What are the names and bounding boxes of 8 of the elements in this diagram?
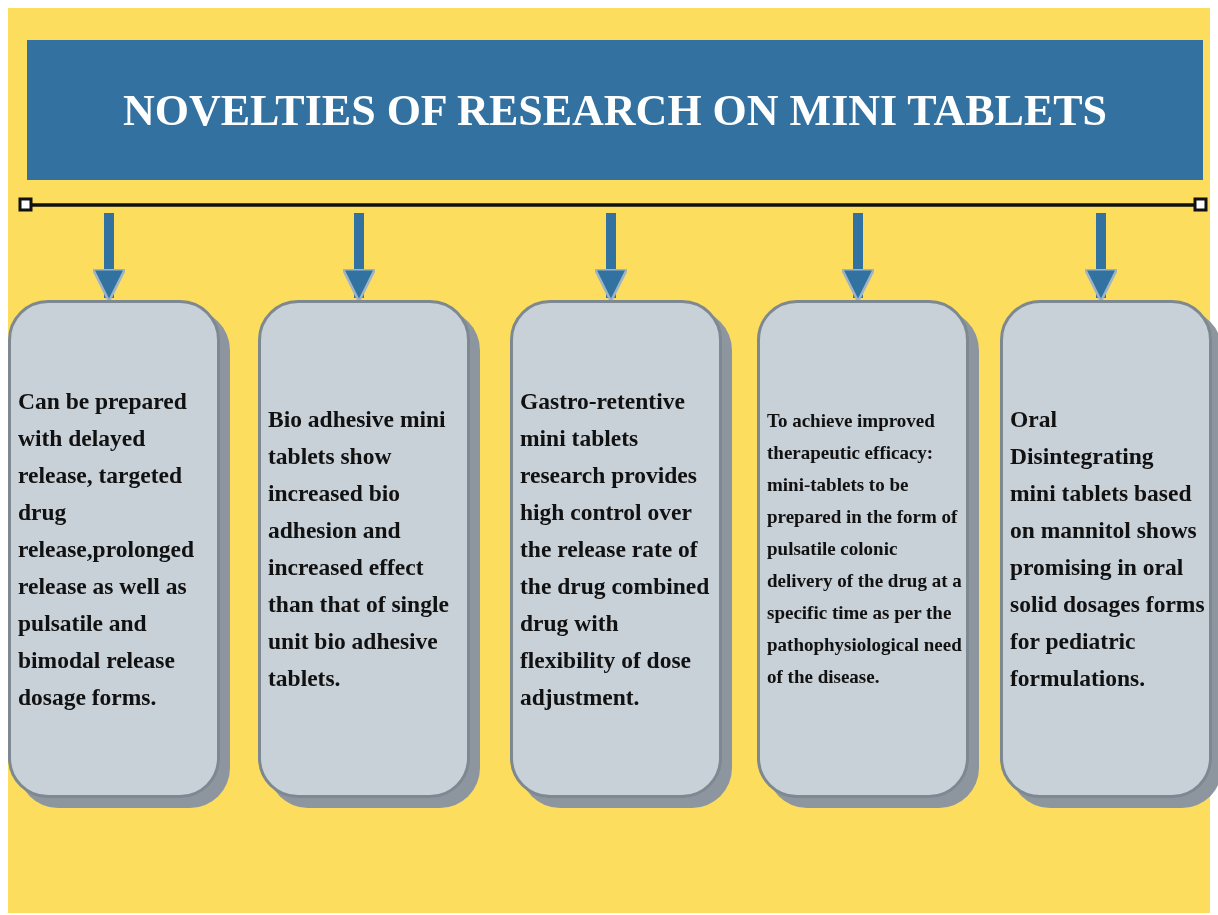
title-banner — [27, 40, 1203, 180]
card-text: To achieve improved therapeutic efficacy: mini-tablets to be prepared in the form of pulsatile colonic delivery of the drug at a specific time as per the pathophysiological need of the disease. — [767, 409, 962, 689]
card-text: Oral Disintegrating mini tablets based on mannitol shows promising in oral solid dosages forms for pediatric formulations. — [1010, 405, 1205, 693]
timeline-bar — [18, 197, 1208, 213]
card-text: Can be prepared with delayed release, targeted drug release,prolonged release as well as pulsatile and bimodal release dosage forms. — [18, 386, 196, 712]
banner-title: NOVELTIES OF RESEARCH ON MINI TABLETS — [122, 84, 1108, 136]
card-text: Gastro-retentive mini tablets research provides high control over the release rate of the drug combined drug with flexibility of dose adjustment. — [520, 386, 711, 712]
card-text: Bio adhesive mini tablets show increased bio adhesion and increased effect than that of single unit bio adhesive tablets. — [268, 405, 450, 693]
